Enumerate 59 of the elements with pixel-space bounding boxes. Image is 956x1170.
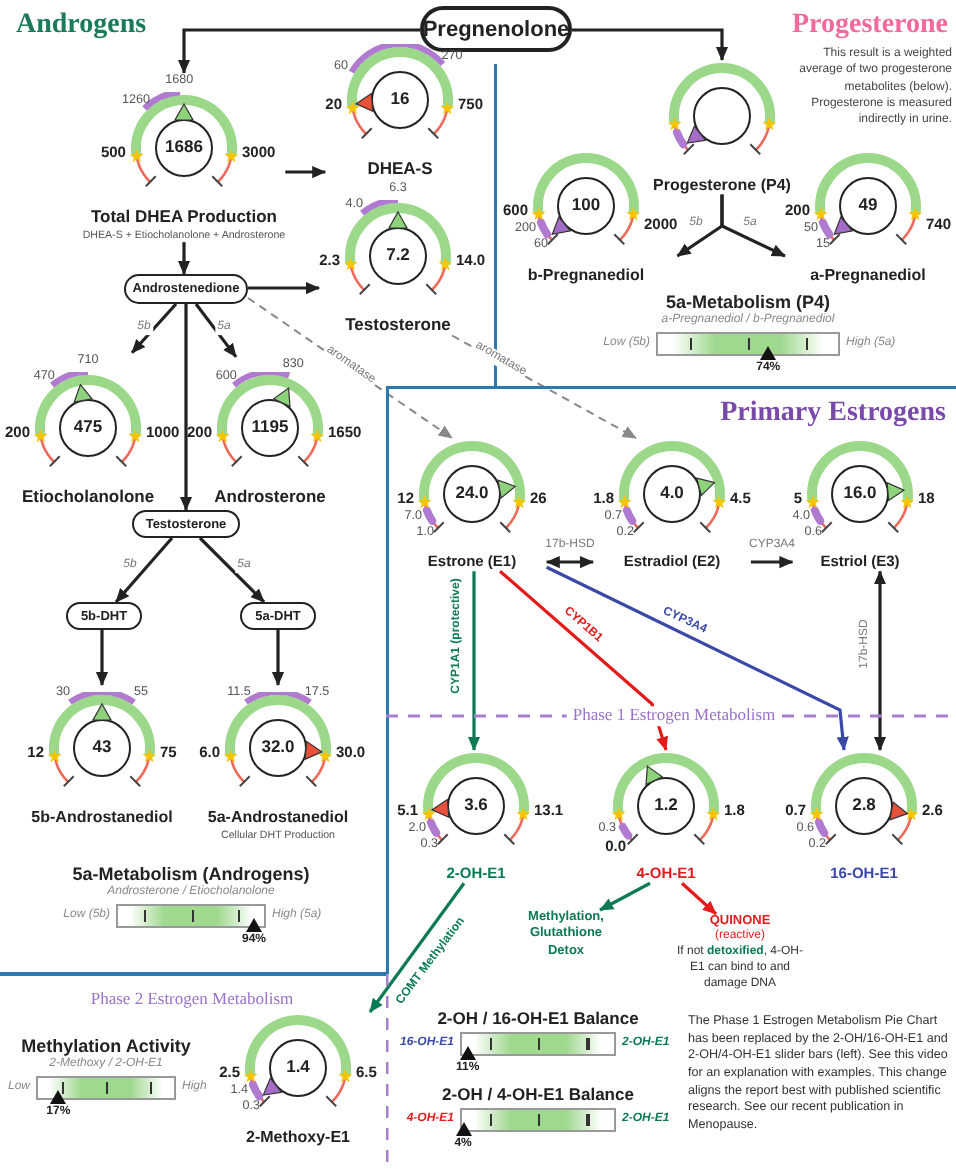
arrow [467, 571, 481, 751]
arrow [750, 555, 794, 569]
gauge-value: 4.0 [660, 484, 684, 504]
arrow [498, 570, 669, 751]
arrow [285, 165, 327, 179]
arrow [179, 304, 193, 511]
arrow [720, 194, 786, 258]
arrow [177, 242, 191, 275]
arrow [368, 882, 466, 1013]
gauge-value: 32.0 [261, 738, 295, 758]
gauge-label: Androsterone [214, 487, 326, 508]
gauge-value: 475 [73, 418, 103, 438]
gauge-value: 3.6 [464, 796, 488, 816]
gauge-value: 16.0 [843, 484, 877, 504]
slider-title: 5a-Metabolism (P4) [665, 292, 831, 313]
gauge-value: 43 [92, 738, 112, 758]
slider-title: 2-OH / 4-OH-E1 Balance [442, 1086, 634, 1106]
gauge-value: 49 [858, 196, 878, 216]
gauge-label: Progesterone (P4) [653, 176, 791, 195]
gauge-label: 5b-Androstanediol [31, 807, 173, 827]
pill-node: Pregnenolone [420, 6, 572, 52]
gauge-label: 2-Methoxy-E1 [246, 1128, 350, 1147]
section-title: Primary Estrogens [720, 398, 946, 431]
arrow [680, 882, 718, 916]
section-title: Androgens [16, 10, 147, 43]
arrow [599, 881, 651, 912]
gauge-label: DHEA-S [367, 160, 433, 180]
arrow [198, 536, 266, 604]
arrow [271, 630, 285, 686]
arrow [546, 565, 849, 751]
gauge-value: 7.2 [386, 246, 410, 266]
arrow [248, 281, 320, 295]
gauge-label: Etiocholanolone [21, 487, 155, 508]
gauge-value: 1.2 [654, 796, 678, 816]
arrow [114, 536, 174, 604]
gauge-value: 100 [571, 196, 601, 216]
gauge-value: 1.4 [286, 1058, 310, 1078]
slider-title: 5a-Metabolism (Androgens) [72, 864, 310, 885]
gauge-label: 5a-Androstanediol [207, 807, 349, 827]
section-heading: Phase 2 Estrogen Metabolism [90, 990, 294, 1010]
gauge-label: Total DHEA Production [90, 207, 277, 228]
gauge-value: 16 [390, 90, 410, 110]
slider-title: Methylation Activity [21, 1036, 191, 1057]
section-title: Progesterone [791, 10, 948, 43]
gauge-value: 24.0 [455, 484, 489, 504]
gauge-label: b-Pregnanediol [527, 266, 645, 285]
arrow [194, 303, 238, 358]
gauge-label: a-Pregnanediol [810, 266, 926, 285]
arrow [873, 570, 887, 751]
arrow [95, 630, 109, 686]
slider-title: 2-OH / 16-OH-E1 Balance [437, 1010, 639, 1030]
gauge-value: 1195 [251, 418, 289, 438]
arrow [572, 28, 729, 61]
gauge-value: 2.8 [852, 796, 876, 816]
gauge-value: 1686 [165, 138, 203, 158]
arrow [545, 555, 594, 569]
arrow [130, 302, 178, 354]
arrow [177, 28, 420, 74]
gauge-label: Testosterone [345, 315, 451, 336]
